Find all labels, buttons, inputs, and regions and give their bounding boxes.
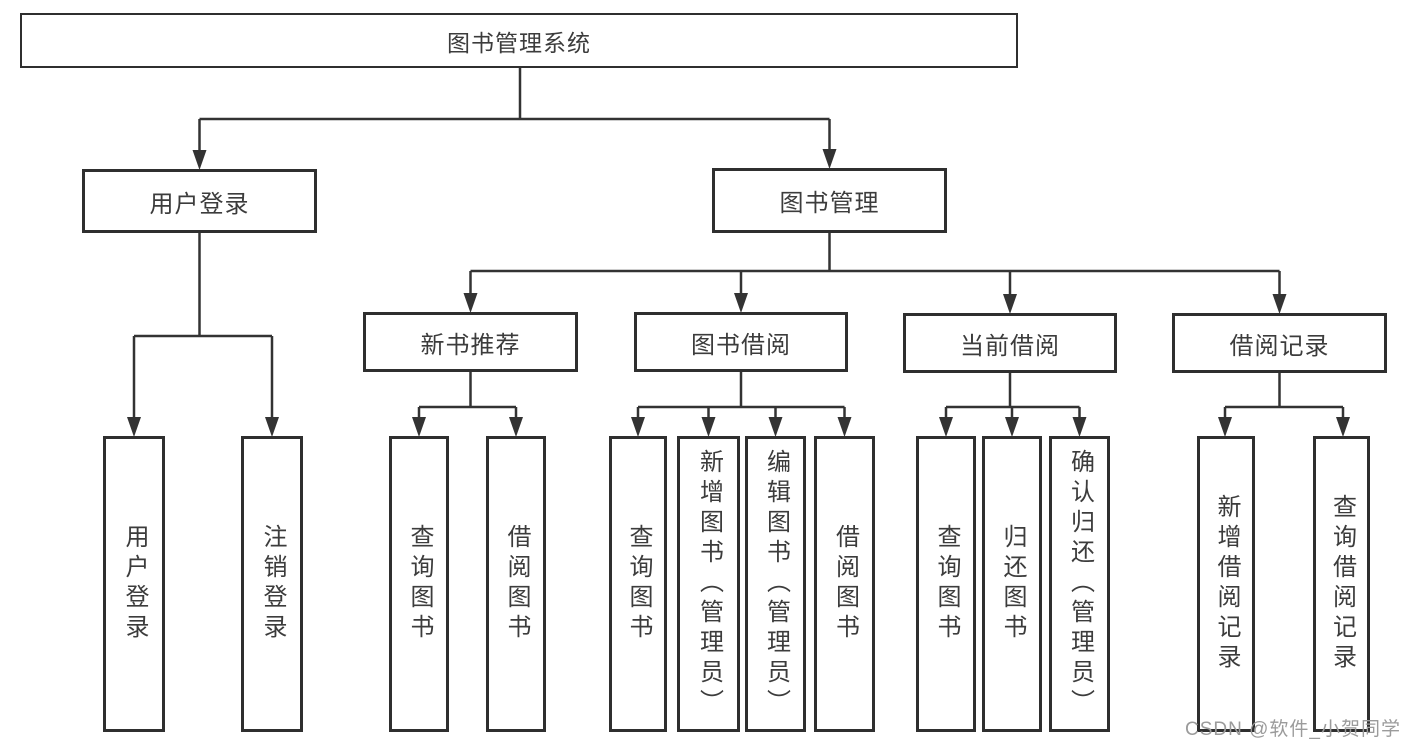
leaf-query-books-2-label: 查询图书 (625, 524, 652, 644)
leaf-query-borrow-record-label: 查询借阅记录 (1328, 494, 1356, 674)
leaf-confirm-return-admin: 确认归还（管理员） (1049, 436, 1110, 732)
leaf-add-borrow-record: 新增借阅记录 (1197, 436, 1255, 732)
leaf-confirm-return-admin-label: 确认归还（管理员） (1066, 449, 1094, 719)
leaf-borrow-books-2-label: 借阅图书 (831, 524, 859, 644)
leaf-query-books-1-label: 查询图书 (406, 524, 433, 644)
leaf-borrow-books-2: 借阅图书 (814, 436, 875, 732)
leaf-add-books-admin: 新增图书（管理员） (677, 436, 740, 732)
node-new-book-recommend: 新书推荐 (363, 312, 578, 372)
node-borrow-record: 借阅记录 (1172, 313, 1387, 373)
node-current-borrow: 当前借阅 (903, 313, 1117, 373)
leaf-return-books-label: 归还图书 (999, 524, 1026, 644)
leaf-query-books-2: 查询图书 (609, 436, 667, 732)
node-root-system: 图书管理系统 (20, 13, 1018, 68)
leaf-query-books-3-label: 查询图书 (933, 524, 960, 644)
leaf-query-books-3: 查询图书 (916, 436, 976, 732)
node-book-borrow: 图书借阅 (634, 312, 848, 372)
leaf-borrow-books-1-label: 借阅图书 (503, 524, 530, 644)
leaf-edit-books-admin-label: 编辑图书（管理员） (762, 449, 790, 719)
leaf-borrow-books-1: 借阅图书 (486, 436, 546, 732)
leaf-edit-books-admin: 编辑图书（管理员） (745, 436, 806, 732)
leaf-query-books-1: 查询图书 (389, 436, 449, 732)
leaf-query-borrow-record: 查询借阅记录 (1313, 436, 1370, 732)
node-book-management: 图书管理 (712, 168, 947, 233)
leaf-user-login: 用户登录 (103, 436, 165, 732)
leaf-logout-label: 注销登录 (259, 524, 286, 644)
leaf-add-borrow-record-label: 新增借阅记录 (1213, 494, 1240, 674)
watermark: CSDN @软件_小贺同学 (1185, 719, 1401, 740)
leaf-add-books-admin-label: 新增图书（管理员） (695, 449, 723, 719)
leaf-return-books: 归还图书 (982, 436, 1042, 732)
leaf-logout: 注销登录 (241, 436, 303, 732)
leaf-user-login-label: 用户登录 (121, 524, 148, 644)
node-user-login: 用户登录 (82, 169, 317, 233)
